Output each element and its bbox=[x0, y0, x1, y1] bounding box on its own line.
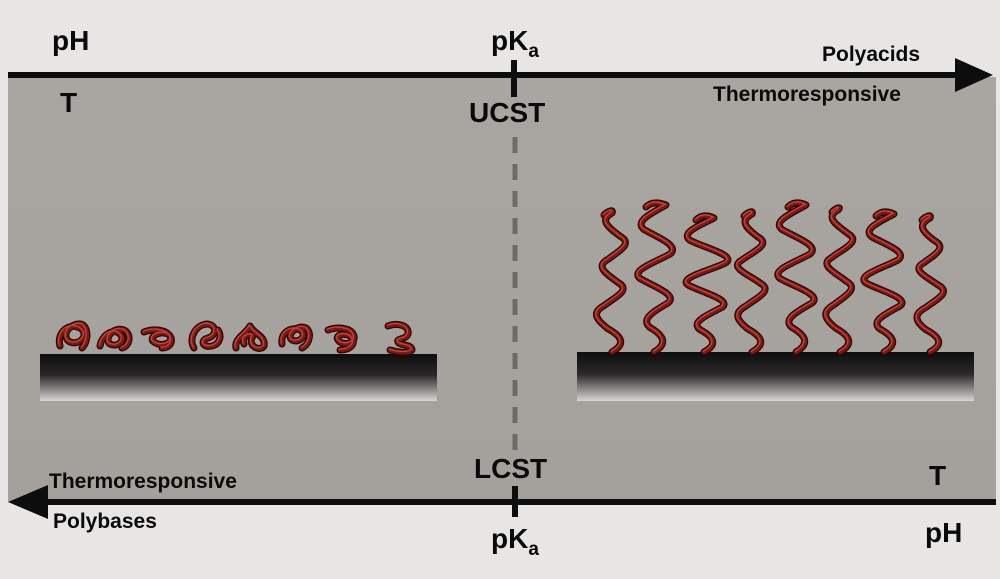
collapsed-chain-coil bbox=[55, 320, 91, 352]
polybases-label: Polybases bbox=[53, 510, 157, 533]
top-thermoresponsive-label: Thermoresponsive bbox=[713, 83, 901, 106]
collapsed-chain-coil bbox=[232, 322, 268, 352]
collapsed-chain-coil bbox=[384, 320, 416, 356]
collapsed-chain-coil bbox=[278, 323, 313, 352]
collapsed-chain bbox=[324, 324, 358, 354]
collapsed-chain bbox=[232, 322, 268, 352]
top-pka-subscript: a bbox=[528, 41, 539, 62]
extended-chain bbox=[913, 212, 947, 356]
polyacids-label: Polyacids bbox=[822, 43, 921, 66]
collapsed-chain bbox=[278, 323, 313, 352]
top-pka-main: pK bbox=[491, 25, 529, 56]
extended-chain bbox=[634, 199, 676, 356]
extended-chain bbox=[682, 212, 732, 356]
extended-chain bbox=[734, 208, 769, 356]
bottom-axis-arrowhead bbox=[8, 485, 48, 519]
bottom-ph-label: pH bbox=[925, 517, 963, 548]
bottom-pka-main: pK bbox=[491, 523, 529, 554]
top-ph-label: pH bbox=[52, 25, 90, 56]
top-axis-arrowhead bbox=[955, 58, 993, 92]
extended-chain bbox=[774, 199, 818, 356]
bottom-temperature-label: T bbox=[929, 460, 947, 491]
collapsed-chain bbox=[384, 320, 416, 356]
ucst-label: UCST bbox=[469, 97, 546, 128]
extended-chain bbox=[860, 208, 906, 356]
collapsed-chains-group bbox=[55, 320, 416, 356]
extended-chain bbox=[822, 204, 857, 356]
collapsed-chain bbox=[55, 320, 91, 352]
collapsed-chain bbox=[140, 326, 175, 352]
extended-chain bbox=[593, 207, 629, 356]
collapsed-chain bbox=[188, 320, 224, 352]
collapsed-chain-coil bbox=[324, 324, 358, 354]
lcst-label: LCST bbox=[474, 453, 548, 484]
collapsed-chain bbox=[96, 325, 133, 352]
panel-background bbox=[8, 77, 996, 502]
right-substrate bbox=[577, 352, 974, 401]
top-pka-label: pKa bbox=[491, 25, 539, 62]
bottom-pka-subscript: a bbox=[528, 539, 539, 560]
top-temperature-label: T bbox=[60, 87, 78, 118]
left-substrate bbox=[40, 354, 437, 401]
extended-chains-group bbox=[593, 199, 947, 356]
bottom-pka-label: pKa bbox=[491, 523, 539, 560]
collapsed-chain-coil bbox=[188, 320, 224, 352]
collapsed-chain-coil bbox=[140, 326, 175, 352]
bottom-thermoresponsive-label: Thermoresponsive bbox=[49, 470, 237, 493]
collapsed-chain-coil bbox=[96, 325, 133, 352]
